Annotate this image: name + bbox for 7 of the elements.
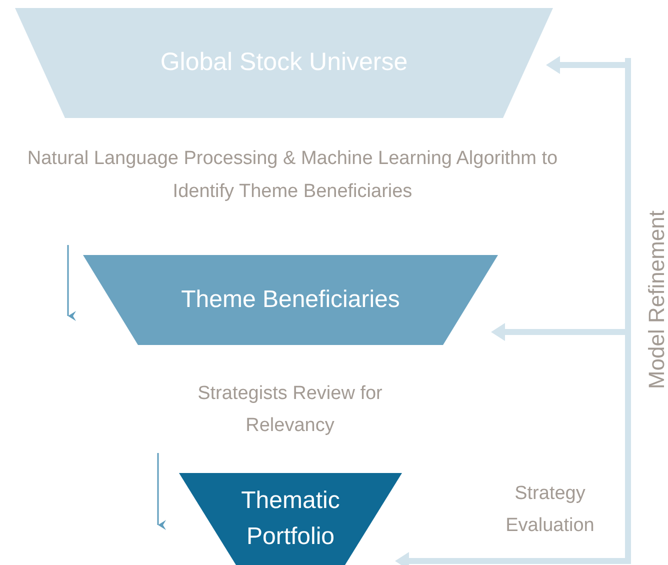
process-description: Natural Language Processing & Machine Learning Algorithm to Identify Theme Beneficiaries <box>26 147 559 204</box>
stage-title: Theme Beneficiaries <box>180 285 401 315</box>
loop-label: Model Refinement <box>643 210 668 392</box>
stage-title: Thematic Portfolio <box>240 486 341 552</box>
feedback-arrow <box>395 58 631 565</box>
process-description: Strategy Evaluation <box>504 482 596 538</box>
process-description: Strategists Review for Relevancy <box>196 382 384 438</box>
